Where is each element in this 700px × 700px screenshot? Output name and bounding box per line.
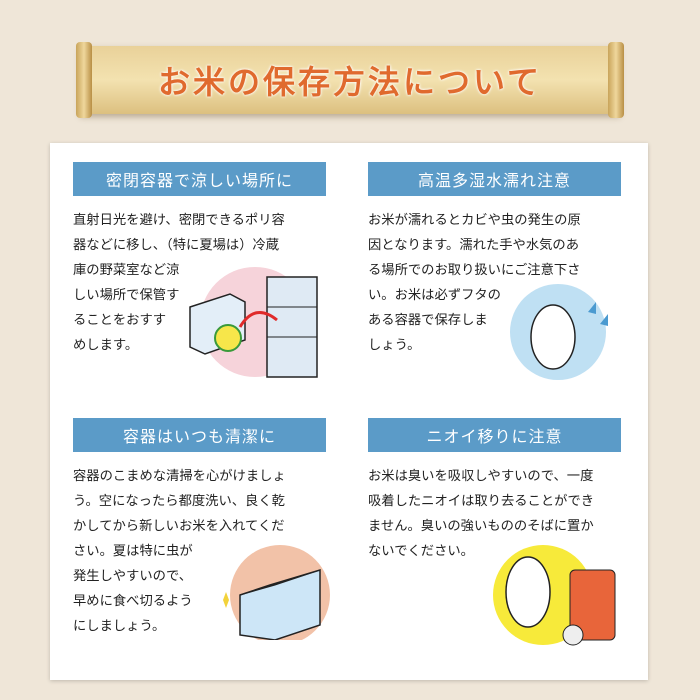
- text-line: お米は臭いを吸収しやすいので、一度: [368, 469, 594, 484]
- text-line: さい。夏は特に虫が: [73, 544, 193, 559]
- text-line: ません。臭いの強いもののそばに置か: [368, 519, 594, 534]
- section-humidity: 高温多湿水濡れ注意 お米が濡れるとカビや虫の発生の原因となります。濡れた手や水気…: [368, 162, 621, 358]
- page-title: お米の保存方法について: [157, 63, 543, 101]
- text-line: お米が濡れるとカビや虫の発生の原: [368, 213, 581, 228]
- text-line: 庫の野菜室など涼: [73, 263, 180, 278]
- section-odor: ニオイ移りに注意 お米は臭いを吸収しやすいので、一度吸着したニオイは取り去ること…: [368, 418, 621, 564]
- text-line: い。お米は必ずフタの: [368, 288, 501, 303]
- text-line: しょう。: [368, 338, 421, 353]
- odor-illustration: [493, 545, 616, 646]
- text-line: 直射日光を避け、密閉できるポリ容: [73, 213, 285, 228]
- section-clean-container: 容器はいつも清潔に 容器のこまめな清掃を心がけましょう。空になったら都度洗い、良…: [73, 418, 326, 639]
- section-heading: 容器はいつも清潔に: [73, 418, 326, 452]
- clean-container-illustration: [223, 545, 330, 640]
- section-heading: 密閉容器で涼しい場所に: [73, 162, 326, 196]
- text-line: ることをおすす: [73, 313, 167, 328]
- text-line: 早めに食べ切るよう: [73, 594, 193, 609]
- text-line: にしましょう。: [73, 619, 166, 634]
- text-line: 器などに移し、（特に夏場は）冷蔵: [73, 238, 280, 253]
- section-text: 容器のこまめな清掃を心がけましょう。空になったら都度洗い、良く乾かしてから新しい…: [73, 464, 326, 639]
- title-banner: お米の保存方法について: [76, 42, 624, 118]
- text-line: 発生しやすいので、: [73, 569, 193, 584]
- wet-rice-illustration: [510, 284, 608, 380]
- text-line: る場所でのお取り扱いにご注意下さ: [368, 263, 581, 278]
- text-line: ある容器で保存しま: [368, 313, 488, 328]
- section-text: お米が濡れるとカビや虫の発生の原因となります。濡れた手や水気のある場所でのお取り…: [368, 208, 621, 358]
- text-line: めします。: [73, 338, 139, 353]
- text-line: かしてから新しいお米を入れてくだ: [73, 519, 285, 534]
- section-sealed-container: 密閉容器で涼しい場所に 直射日光を避け、密閉できるポリ容器などに移し、（特に夏場…: [73, 162, 326, 358]
- text-line: 吸着したニオイは取り去ることができ: [368, 494, 595, 509]
- text-line: う。空になったら都度洗い、良く乾: [73, 494, 285, 509]
- section-heading: ニオイ移りに注意: [368, 418, 621, 452]
- section-text: お米は臭いを吸収しやすいので、一度吸着したニオイは取り去ることができません。臭い…: [368, 464, 621, 564]
- text-line: 因となります。濡れた手や水気のあ: [368, 238, 580, 253]
- fridge-illustration: [189, 267, 318, 378]
- text-line: ないでください。: [368, 544, 474, 559]
- section-heading: 高温多湿水濡れ注意: [368, 162, 621, 196]
- section-text: 直射日光を避け、密閉できるポリ容器などに移し、（特に夏場は）冷蔵庫の野菜室など涼…: [73, 208, 326, 358]
- text-line: 容器のこまめな清掃を心がけましょ: [73, 469, 286, 484]
- text-line: しい場所で保管す: [73, 288, 180, 303]
